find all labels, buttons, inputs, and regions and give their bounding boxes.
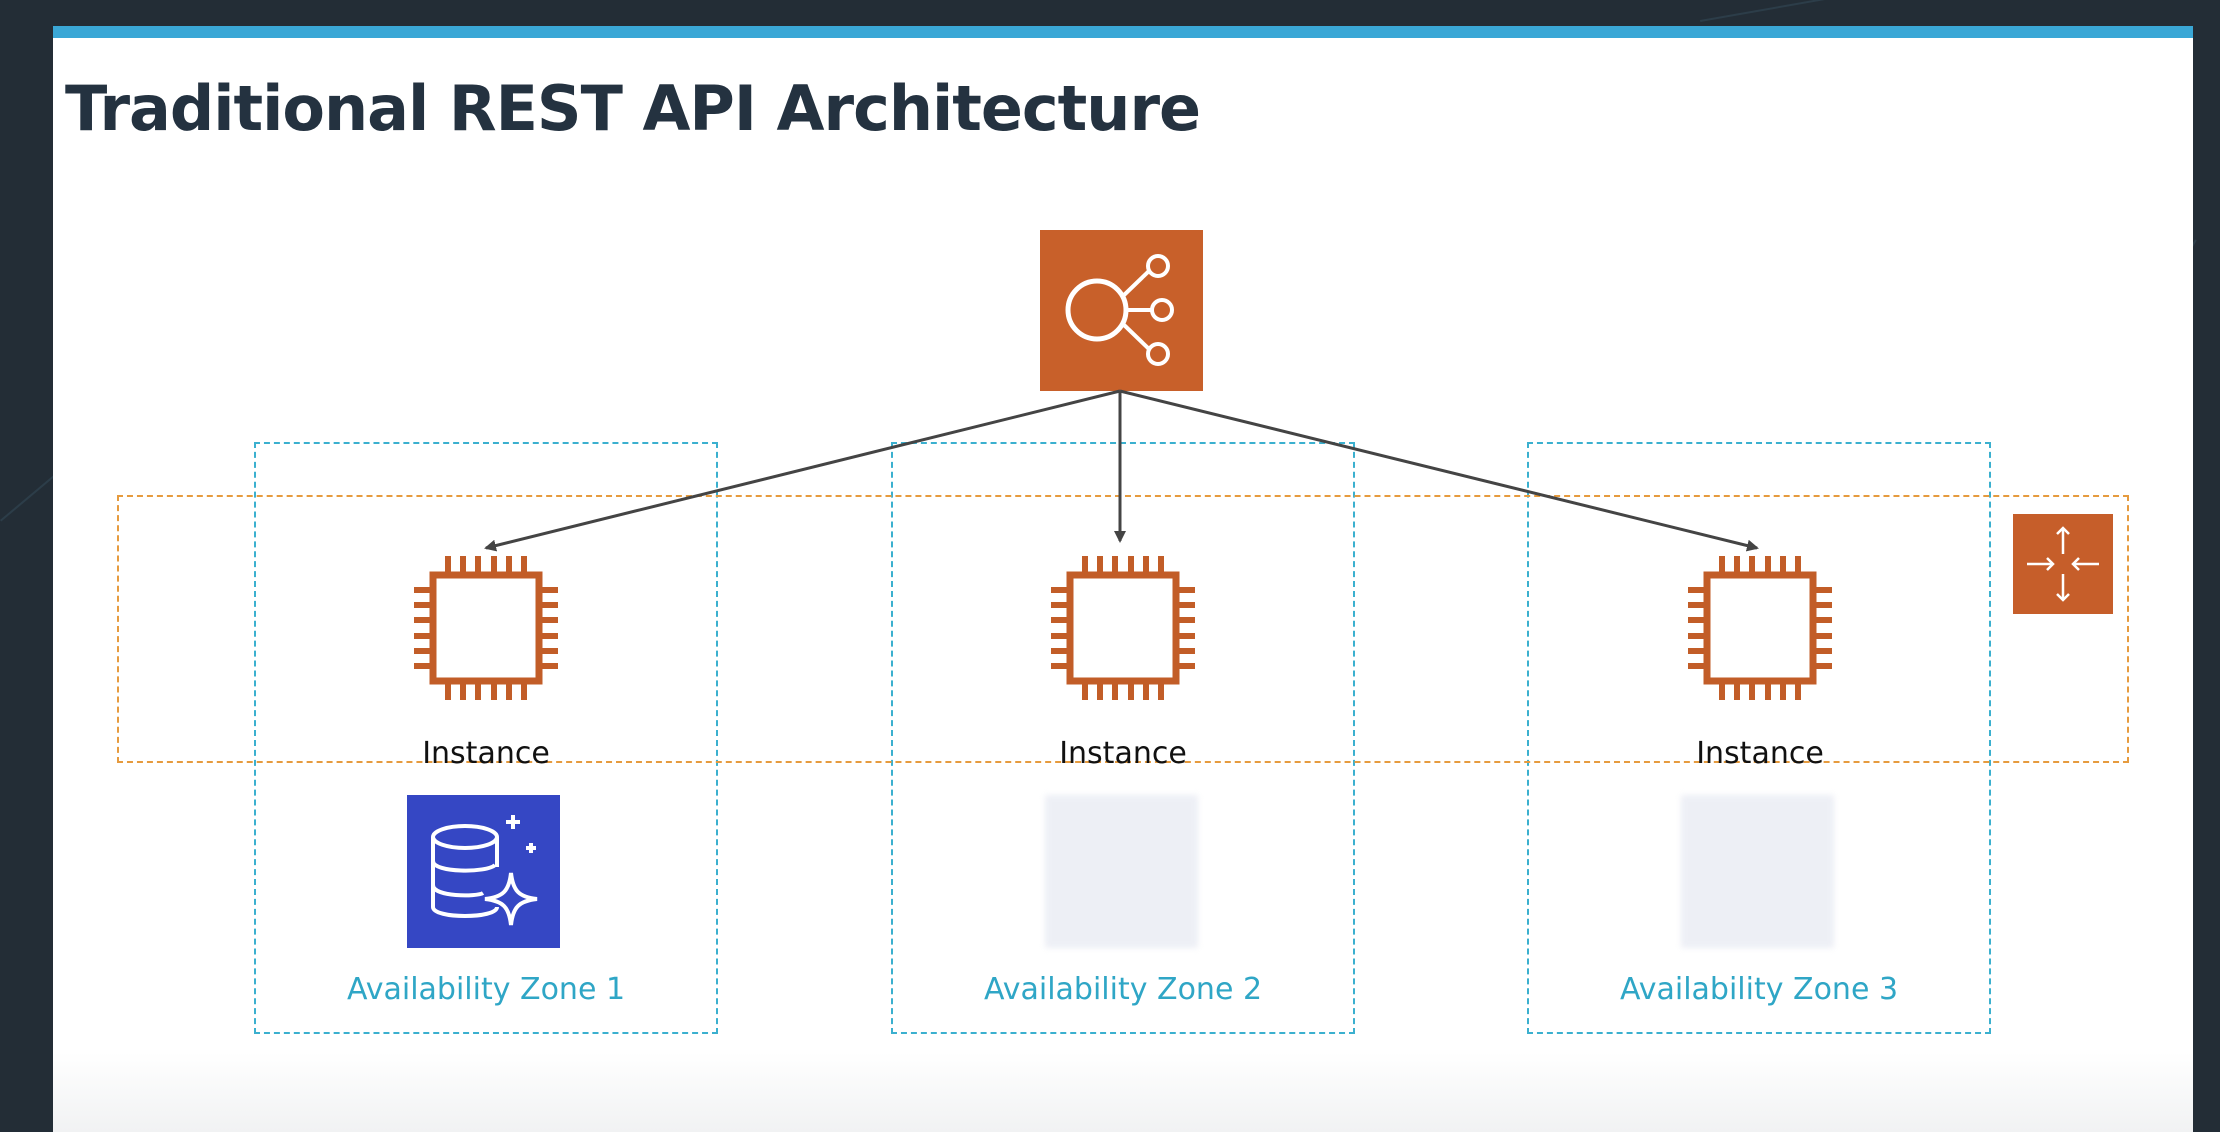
ec2-instance-icon-2 [1043, 548, 1203, 708]
faded-database-icon-2 [1045, 795, 1198, 948]
instance-label-3: Instance [1696, 736, 1824, 771]
faded-database-icon-3 [1681, 795, 1834, 948]
slide-title: Traditional REST API Architecture [65, 72, 1201, 145]
slide-bottom-fade [53, 1052, 2193, 1132]
slide-accent-bar [53, 26, 2193, 38]
background-line [1700, 0, 1858, 22]
router-icon [2013, 514, 2113, 614]
aurora-database-icon [407, 795, 560, 948]
ec2-instance-icon-1 [406, 548, 566, 708]
ec2-instance-icon-3 [1680, 548, 1840, 708]
availability-zone-label-1: Availability Zone 1 [346, 972, 626, 1007]
background-line [0, 475, 55, 522]
slide: Traditional REST API Architecture [53, 26, 2193, 1132]
availability-zone-label-3: Availability Zone 3 [1619, 972, 1899, 1007]
availability-zone-box-3 [1527, 442, 1991, 1034]
instance-label-2: Instance [1059, 736, 1187, 771]
availability-zone-label-2: Availability Zone 2 [983, 972, 1263, 1007]
load-balancer-icon [1040, 230, 1203, 391]
instance-label-1: Instance [422, 736, 550, 771]
